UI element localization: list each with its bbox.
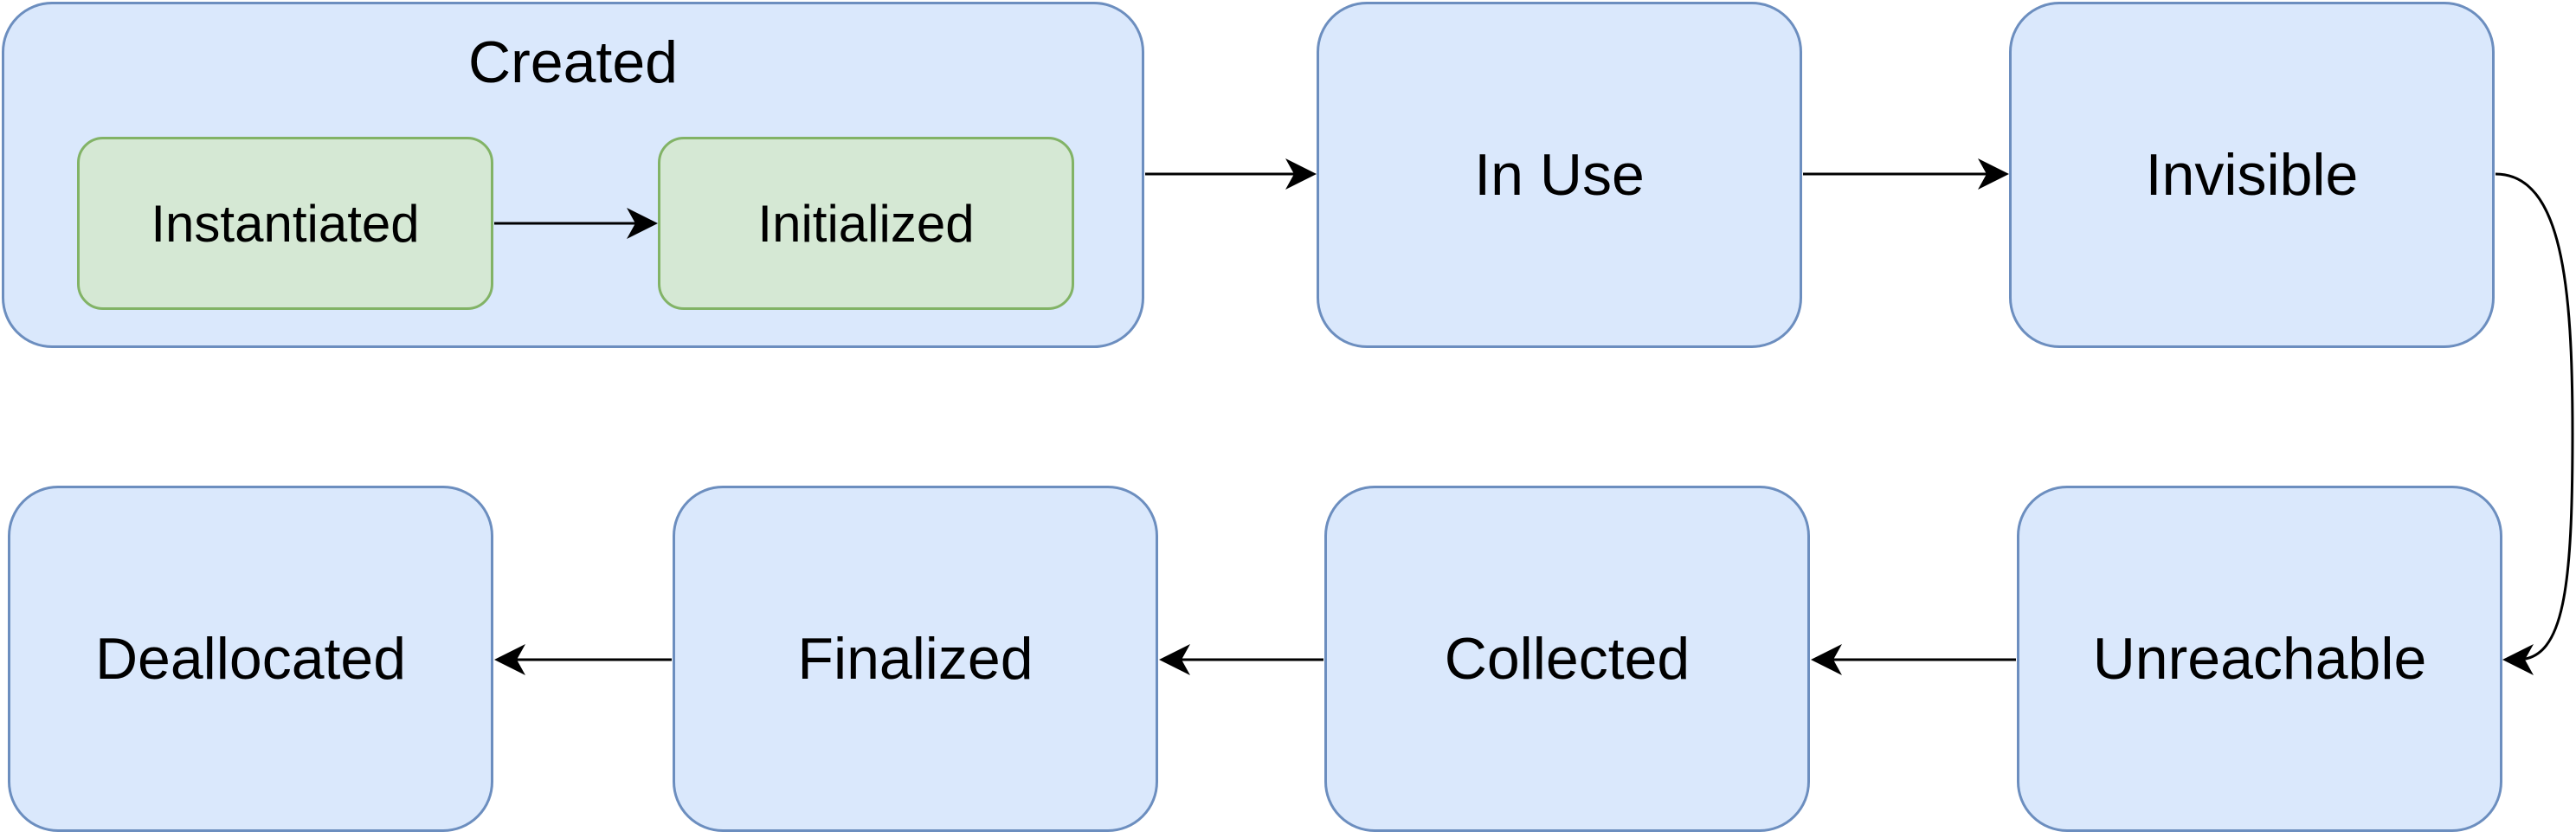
arrow-unreachable-to-collected (1811, 644, 2016, 675)
state-deallocated-label: Deallocated (94, 626, 407, 692)
state-unreachable: Unreachable (2017, 486, 2502, 832)
arrow-finalized-to-deallocated (494, 644, 672, 675)
state-deallocated: Deallocated (8, 486, 493, 832)
arrow-invisible-to-unreachable (2495, 172, 2574, 675)
state-finalized-label: Finalized (797, 626, 1034, 692)
arrow-in-use-to-invisible (1803, 158, 2009, 190)
substate-initialized: Initialized (658, 137, 1074, 310)
state-unreachable-label: Unreachable (2092, 626, 2427, 692)
substate-instantiated-label: Instantiated (151, 194, 420, 253)
state-in-use-label: In Use (1474, 142, 1645, 208)
state-collected: Collected (1324, 486, 1810, 832)
state-in-use: In Use (1317, 2, 1802, 348)
arrow-collected-to-finalized (1159, 644, 1323, 675)
state-invisible: Invisible (2009, 2, 2495, 348)
state-invisible-label: Invisible (2145, 142, 2359, 208)
state-collected-label: Collected (1444, 626, 1690, 692)
substate-initialized-label: Initialized (757, 194, 975, 253)
state-finalized: Finalized (673, 486, 1158, 832)
state-created-label: Created (468, 29, 678, 95)
substate-instantiated: Instantiated (77, 137, 493, 310)
arrow-created-to-in-use (1145, 158, 1317, 190)
